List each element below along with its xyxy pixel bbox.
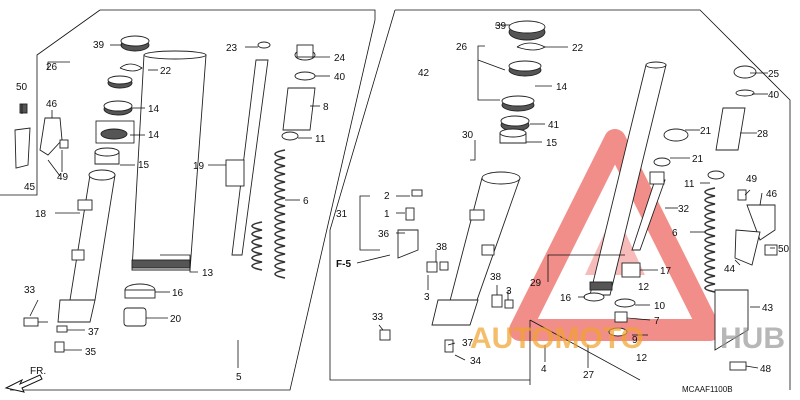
callout: 20	[170, 314, 182, 325]
callout: 49	[746, 174, 758, 185]
callout: 17	[660, 266, 672, 277]
callout: 45	[24, 182, 36, 193]
callout: 39	[93, 40, 105, 51]
callout: 25	[768, 69, 780, 80]
callout: 9	[632, 335, 638, 346]
callout: 1	[384, 209, 390, 220]
callout: 39	[495, 21, 507, 32]
callout: 5	[236, 372, 242, 383]
callout: 8	[323, 102, 329, 113]
callout: 37	[462, 338, 474, 349]
callout: 29	[530, 278, 542, 289]
callout: 19	[193, 161, 205, 172]
callout: 50	[778, 244, 790, 255]
callout: 28	[757, 129, 769, 140]
callout: 38	[436, 242, 448, 253]
callout: 50	[16, 82, 28, 93]
watermark-brand-right: HUB	[720, 322, 785, 355]
callout: 12	[636, 353, 648, 364]
callout: 30	[462, 130, 474, 141]
callout: 18	[35, 209, 47, 220]
callout: 44	[724, 264, 736, 275]
callout: 48	[760, 364, 772, 375]
callout: 13	[202, 268, 214, 279]
callout: 15	[138, 160, 150, 171]
callout: 3	[506, 286, 512, 297]
watermark-text: AUTOMOTO HUB	[470, 322, 785, 355]
callout: 22	[160, 66, 172, 77]
callout: 11	[684, 179, 695, 190]
callout: 7	[654, 316, 660, 327]
callout: 33	[372, 312, 384, 323]
callout: 32	[678, 204, 690, 215]
right-fork-outline	[329, 9, 791, 390]
callouts-left: 39 26 22 14 14 15 46 50 45 49 18 33 37 3…	[16, 40, 346, 383]
callout: 33	[24, 285, 36, 296]
callout: 37	[88, 327, 100, 338]
callout: 15	[546, 138, 558, 149]
callout: 21	[700, 126, 712, 137]
callout: 24	[334, 53, 346, 64]
ref-label: F-5	[336, 259, 351, 270]
callout: 46	[766, 189, 778, 200]
callout: 16	[560, 293, 572, 304]
callout: 3	[424, 292, 430, 303]
callout: 26	[456, 42, 468, 53]
callout: 6	[672, 228, 678, 239]
callout: 14	[556, 82, 568, 93]
leader-lines	[21, 24, 775, 369]
callout: 26	[46, 62, 58, 73]
callout: 16	[172, 288, 184, 299]
callout: 42	[418, 68, 430, 79]
callout: 36	[378, 229, 390, 240]
callout: 4	[541, 364, 547, 375]
callout: 12	[638, 282, 650, 293]
right-fork-parts	[379, 20, 778, 371]
callout: 43	[762, 303, 774, 314]
front-direction-arrow: FR.	[4, 366, 46, 393]
callout: 46	[46, 99, 58, 110]
callout: 14	[148, 130, 160, 141]
callout: 6	[303, 196, 309, 207]
callout: 40	[334, 72, 346, 83]
callout: 27	[583, 370, 595, 381]
left-fork-parts	[14, 35, 316, 353]
watermark-brand-left: AUTOMOTO	[470, 322, 644, 355]
callout: 21	[692, 154, 704, 165]
left-fork-outline	[0, 9, 376, 391]
callout: 11	[315, 134, 326, 145]
callout: 10	[654, 301, 666, 312]
callout: 41	[548, 120, 560, 131]
callout: 40	[768, 90, 780, 101]
callout: 14	[148, 104, 160, 115]
callout: 38	[490, 272, 502, 283]
callout: 34	[470, 356, 482, 367]
callout: 31	[336, 209, 348, 220]
callout: 49	[57, 172, 69, 183]
callout: 22	[572, 43, 584, 54]
direction-label: FR.	[30, 366, 46, 377]
callouts-right: 39 26 22 42 14 41 15 30 2 31 1 36 38 3 3…	[336, 21, 790, 381]
diagram-code: MCAAF1100B	[682, 385, 733, 394]
callout: 2	[384, 191, 390, 202]
callout: 23	[226, 43, 238, 54]
callout: 35	[85, 347, 97, 358]
